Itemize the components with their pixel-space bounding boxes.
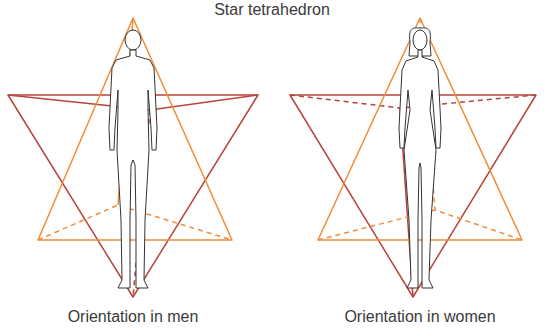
figure-caption: Orientation in men bbox=[68, 308, 199, 326]
hidden-edge bbox=[318, 210, 522, 240]
diagram-title: Star tetrahedron bbox=[214, 1, 330, 19]
head bbox=[413, 30, 427, 50]
hidden-edge bbox=[38, 205, 232, 240]
body bbox=[399, 50, 441, 288]
star-tetrahedron-men bbox=[8, 18, 258, 297]
female-figure bbox=[399, 28, 441, 288]
star-tetrahedron-women bbox=[290, 18, 536, 297]
male-figure bbox=[109, 30, 157, 288]
body bbox=[109, 50, 157, 288]
head bbox=[125, 30, 141, 50]
figure-caption: Orientation in women bbox=[344, 308, 495, 326]
